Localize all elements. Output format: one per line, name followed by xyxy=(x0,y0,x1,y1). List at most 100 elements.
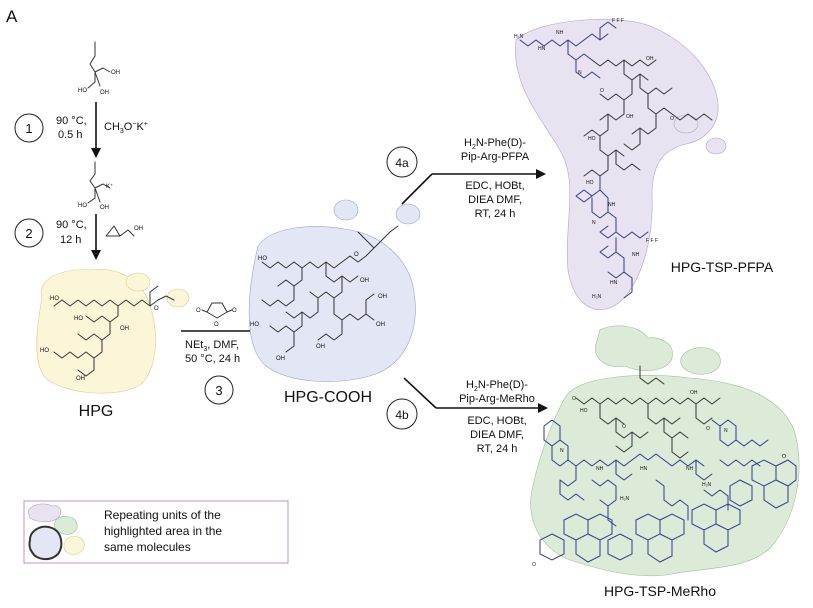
step4a-line3: EDC, HOBt, xyxy=(465,180,524,192)
svg-text:NH: NH xyxy=(596,466,604,472)
svg-text:OH: OH xyxy=(376,322,385,328)
step3-line1: NEt3, DMF, xyxy=(185,339,239,353)
step1-temp: 90 °C, xyxy=(56,115,87,127)
hpg-cooh-blob xyxy=(248,199,421,382)
step4b-line2: Pip-Arg-MeRho xyxy=(459,393,535,405)
svg-text:OH: OH xyxy=(76,376,85,382)
pfpa-label: HPG-TSP-PFPA xyxy=(671,259,774,275)
svg-text:HO: HO xyxy=(50,296,59,302)
step4a-line5: RT, 24 h xyxy=(475,208,516,220)
step4b-line4: DIEA DMF, xyxy=(470,429,524,441)
svg-text:OH: OH xyxy=(134,226,143,232)
hpg-structure: HO HO OH OH HO O xyxy=(40,285,175,382)
step4a-circle: 4a xyxy=(386,146,418,178)
merho-blob xyxy=(530,325,800,577)
legend-line1: Repeating units of the xyxy=(104,508,221,522)
svg-text:O: O xyxy=(196,308,201,314)
svg-text:4a: 4a xyxy=(395,156,409,170)
svg-text:OH: OH xyxy=(111,70,120,76)
legend-swatch-yellow xyxy=(63,536,85,555)
svg-text:NH: NH xyxy=(632,252,640,258)
svg-text:O: O xyxy=(670,116,674,122)
svg-text:OH: OH xyxy=(378,294,387,300)
svg-text:HO: HO xyxy=(78,203,87,209)
merho-structure: O HO OH O O NH HN NH N N H₂N H₂N O O xyxy=(532,365,797,568)
legend-swatch-blue xyxy=(28,525,63,560)
svg-text:HO: HO xyxy=(580,408,588,414)
svg-text:F F F: F F F xyxy=(612,18,624,24)
rhodamine-dye-2 xyxy=(607,513,685,563)
svg-text:HO: HO xyxy=(250,322,259,328)
svg-text:HO: HO xyxy=(258,256,267,262)
svg-text:HN: HN xyxy=(610,280,618,286)
step4b-arrowhead xyxy=(538,403,548,413)
svg-text:1: 1 xyxy=(25,121,32,136)
panel-label: A xyxy=(6,7,18,26)
svg-text:H₂N: H₂N xyxy=(592,294,602,300)
svg-text:H₂N: H₂N xyxy=(702,482,712,488)
step2-arrowhead xyxy=(91,250,101,260)
svg-text:O: O xyxy=(782,454,786,460)
pfpa-structure: HN NH H₂N F F F N O OH HO OH HO O NH N F… xyxy=(514,18,713,300)
svg-text:N: N xyxy=(724,428,728,434)
step2-temp: 90 °C, xyxy=(56,219,87,231)
hpg-cooh-label: HPG-COOH xyxy=(284,389,372,406)
svg-text:HN: HN xyxy=(538,46,546,52)
step2-circle: 2 xyxy=(14,218,44,248)
legend-line2: highlighted area in the xyxy=(104,524,222,538)
legend-swatch-green xyxy=(54,516,78,535)
svg-text:O: O xyxy=(622,424,626,430)
rhodamine-dye-3 xyxy=(729,459,797,509)
step4b-arrow-diag xyxy=(403,377,437,409)
svg-text:3: 3 xyxy=(215,383,222,398)
rhodamine-dye-4 xyxy=(691,503,741,553)
svg-text:OH: OH xyxy=(276,356,285,362)
legend-swatch-purple xyxy=(27,503,62,523)
svg-text:O: O xyxy=(600,88,604,94)
glycidol-structure: OH xyxy=(105,225,143,237)
trimethylolpropane-structure: OH HO OH xyxy=(78,41,120,96)
svg-text:OH: OH xyxy=(690,390,698,396)
svg-text:F F F: F F F xyxy=(646,238,658,244)
svg-text:N: N xyxy=(592,220,596,226)
svg-text:HO: HO xyxy=(40,348,49,354)
svg-text:4b: 4b xyxy=(395,408,409,422)
svg-text:OH: OH xyxy=(646,56,654,62)
svg-text:HO: HO xyxy=(588,136,596,142)
step4b-circle: 4b xyxy=(386,398,418,430)
step4a-line2: Pip-Arg-PFPA xyxy=(461,151,530,163)
rhodamine-dye-1 xyxy=(539,513,613,563)
succinic-anhydride-structure: O O O xyxy=(196,302,237,328)
svg-text:2: 2 xyxy=(25,226,32,241)
step4b-line1: H2N-Phe(D)- xyxy=(466,379,528,393)
step1-arrowhead xyxy=(91,148,101,158)
svg-text:O: O xyxy=(572,396,576,402)
hpg-cooh-structure: HO HO OH OH OH OH O OH xyxy=(250,225,399,362)
hpg-blob xyxy=(36,269,190,394)
svg-text:NH: NH xyxy=(686,466,694,472)
step3-line2: 50 °C, 24 h xyxy=(185,353,240,365)
svg-text:OH: OH xyxy=(120,326,129,332)
step4b-line5: RT, 24 h xyxy=(477,443,518,455)
svg-text:OH: OH xyxy=(360,278,369,284)
step2-time: 12 h xyxy=(60,234,81,246)
svg-text:OH: OH xyxy=(100,90,109,96)
step4a-line1: H2N-Phe(D)- xyxy=(464,137,526,151)
svg-text:HO: HO xyxy=(586,180,594,186)
svg-text:HN: HN xyxy=(640,466,648,472)
svg-text:OH: OH xyxy=(626,114,634,120)
svg-text:OH: OH xyxy=(100,205,109,211)
svg-text:NH: NH xyxy=(608,202,616,208)
svg-text:H₂N: H₂N xyxy=(514,34,524,40)
step4a-arrow-diag xyxy=(401,173,433,205)
svg-text:HO: HO xyxy=(78,88,87,94)
svg-text:HO: HO xyxy=(74,316,83,322)
step3-circle: 3 xyxy=(204,375,234,405)
svg-text:OH: OH xyxy=(316,344,325,350)
step4b-line3: EDC, HOBt, xyxy=(467,415,526,427)
svg-text:H₂N: H₂N xyxy=(620,496,630,502)
svg-text:O: O xyxy=(532,562,536,568)
hpg-label: HPG xyxy=(79,403,114,420)
legend-line3: same molecules xyxy=(104,540,191,554)
